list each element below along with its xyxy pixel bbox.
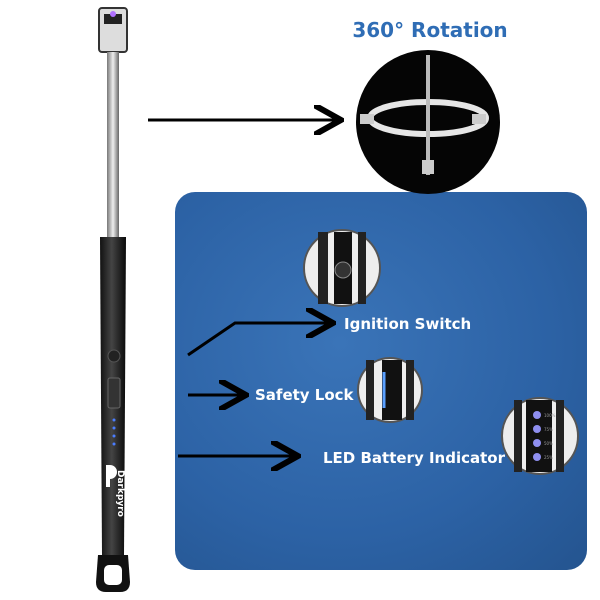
svg-text:50%: 50% — [544, 441, 553, 446]
safety-lock-label: Safety Lock — [255, 386, 354, 404]
led-battery-label: LED Battery Indicator — [323, 449, 505, 467]
svg-text:100%: 100% — [544, 413, 556, 418]
ignition-button — [107, 349, 121, 363]
svg-text:Darkpyro: Darkpyro — [115, 470, 125, 517]
ignition-inset — [303, 229, 381, 307]
led-dots — [112, 418, 116, 446]
rotation-title: 360° Rotation — [352, 18, 508, 42]
brand-logo — [106, 465, 117, 487]
svg-text:75%: 75% — [544, 427, 553, 432]
gooseneck — [107, 52, 119, 237]
svg-text:25%: 25% — [544, 455, 553, 460]
ignition-switch-label: Ignition Switch — [344, 315, 472, 333]
lighter-image: Darkpyro — [96, 7, 130, 592]
safety-lock-inset — [357, 357, 423, 423]
rotation-inset — [356, 50, 500, 194]
safety-lock-slider — [107, 377, 121, 409]
led-inset: 100% 75% 50% 25% — [501, 397, 579, 475]
arrows — [148, 120, 338, 456]
ignition-arrow — [187, 323, 330, 357]
